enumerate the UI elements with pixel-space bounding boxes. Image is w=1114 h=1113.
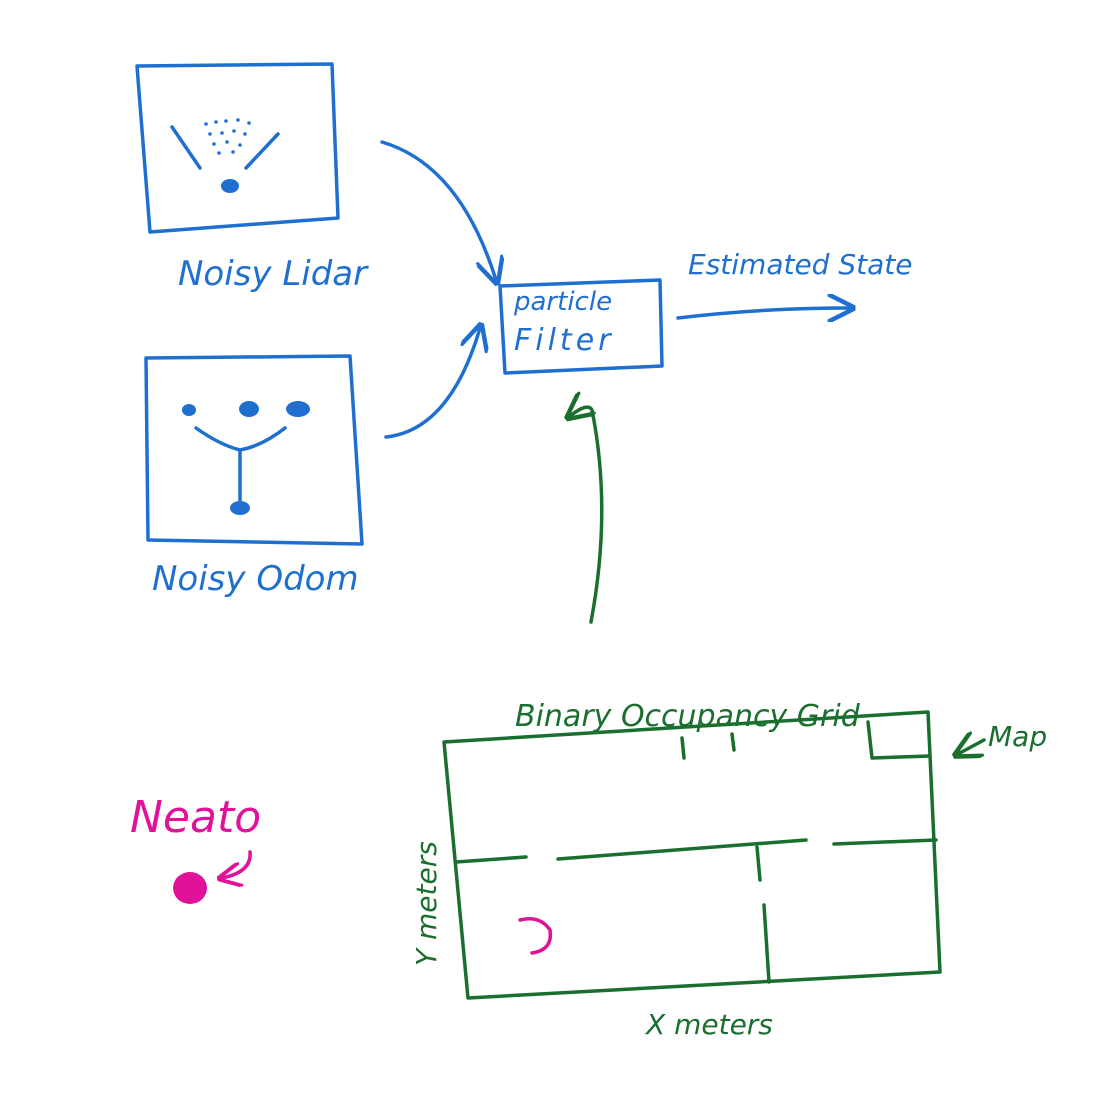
map-walls bbox=[454, 720, 938, 984]
map-x-axis-label: X meters bbox=[644, 1008, 773, 1041]
particle-filter-node: particle Filter bbox=[498, 278, 664, 375]
odom-to-filter-arrow bbox=[384, 328, 480, 439]
robot-callout-arrow bbox=[222, 850, 252, 878]
occupancy-map: Binary Occupancy Grid X meters Y meters … bbox=[410, 699, 1047, 1041]
robot-icon bbox=[173, 872, 207, 904]
map-title: Binary Occupancy Grid bbox=[515, 699, 861, 734]
lidar-to-filter-arrow bbox=[380, 140, 496, 280]
lidar-label: Noisy Lidar bbox=[178, 254, 369, 294]
estimated-state-label: Estimated State bbox=[688, 248, 912, 281]
robot-in-map-icon bbox=[518, 917, 553, 955]
map-callout-arrow bbox=[958, 740, 986, 754]
robot-legend: Neato bbox=[130, 792, 261, 904]
particle-filter-box bbox=[498, 278, 664, 375]
odom-box bbox=[144, 354, 364, 546]
map-border bbox=[442, 710, 942, 1000]
lidar-scan-points-icon bbox=[204, 118, 251, 155]
odom-panel: Noisy Odom bbox=[144, 354, 364, 599]
particle-filter-label-line2: Filter bbox=[514, 323, 614, 358]
lidar-sensor-icon bbox=[170, 118, 280, 193]
particle-filter-label-line1: particle bbox=[513, 287, 612, 317]
filter-to-state-arrow bbox=[676, 308, 850, 318]
map-y-axis-label: Y meters bbox=[410, 841, 443, 966]
odom-label: Noisy Odom bbox=[152, 559, 359, 599]
robot-label: Neato bbox=[130, 792, 261, 843]
lidar-panel: Noisy Lidar bbox=[135, 62, 369, 294]
map-callout-label: Map bbox=[988, 720, 1047, 753]
lidar-box bbox=[135, 62, 340, 234]
map-to-filter-arrow bbox=[570, 407, 604, 624]
odom-trajectory-icon bbox=[182, 401, 310, 515]
